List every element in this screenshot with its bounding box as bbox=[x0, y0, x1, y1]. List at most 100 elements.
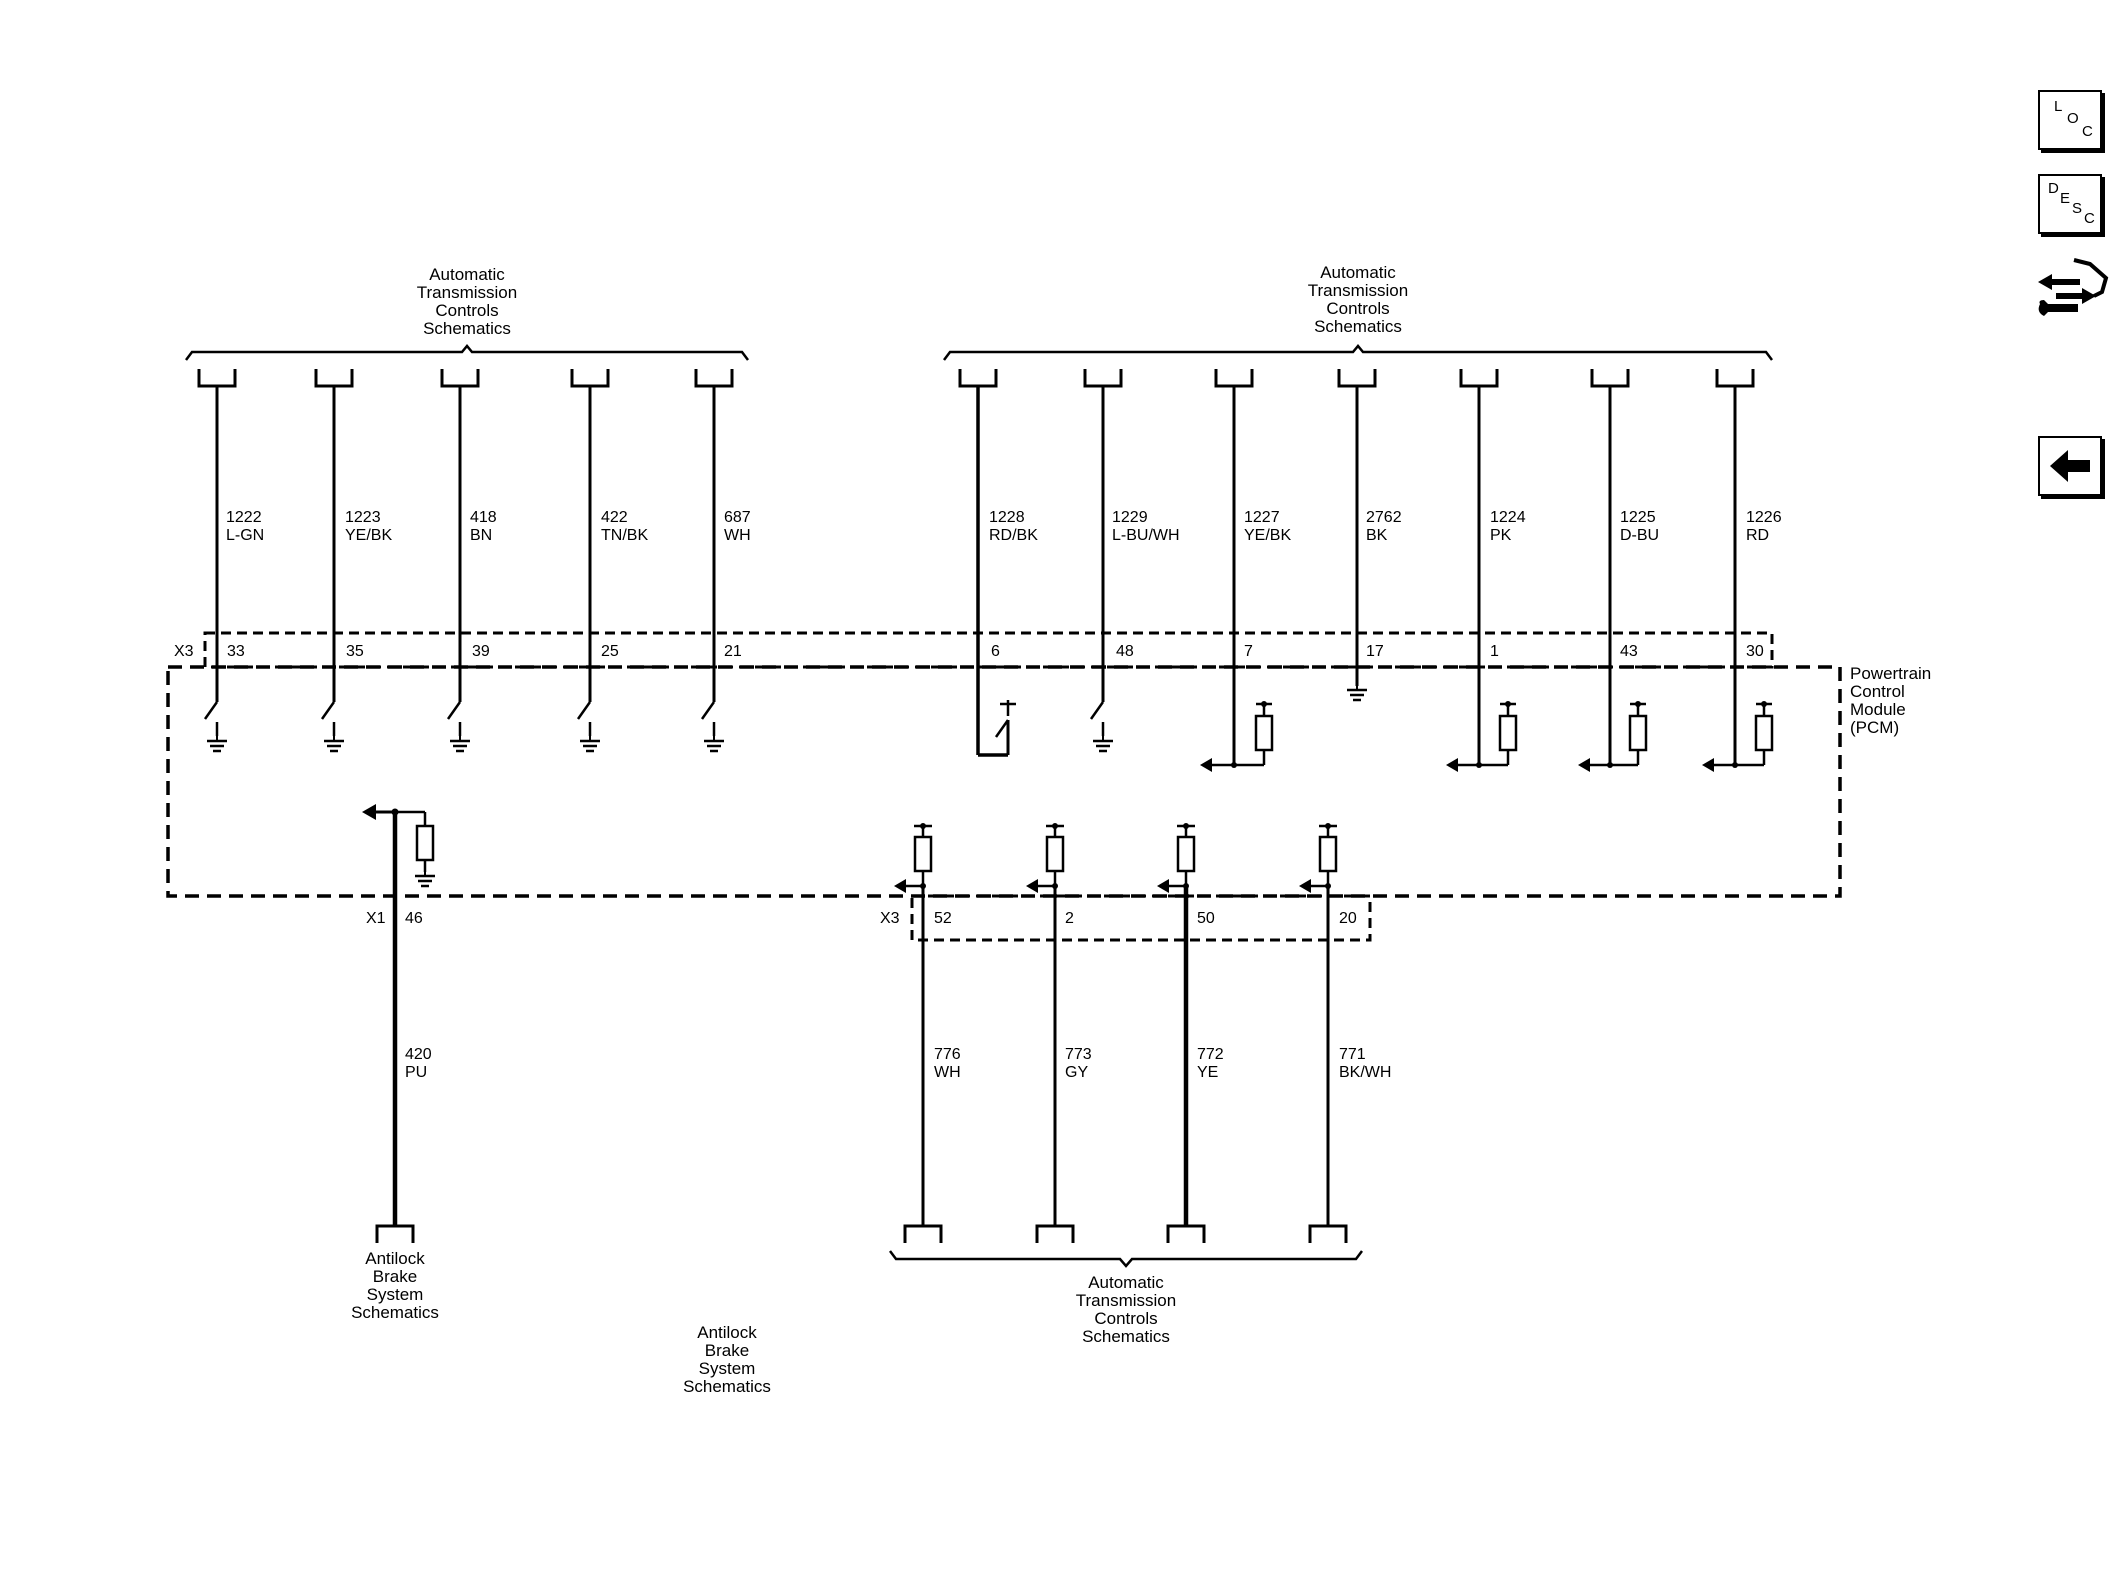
wire-circuit: 1224 bbox=[1490, 509, 1526, 526]
top-wire-1227: 1227 YE/BK 7 bbox=[1200, 367, 1291, 772]
wire-circuit: 773 bbox=[1065, 1046, 1092, 1063]
wire-color: L-BU/WH bbox=[1112, 527, 1180, 544]
wire-pin: 35 bbox=[346, 643, 364, 660]
wire-color: GY bbox=[1065, 1064, 1088, 1081]
wire-circuit: 687 bbox=[724, 509, 751, 526]
wire-circuit: 422 bbox=[601, 509, 628, 526]
top-wire-1225: 1225 D-BU 43 bbox=[1578, 367, 1659, 772]
atc-top-left-title-2: Transmission bbox=[417, 283, 517, 302]
abs-note-4: Schematics bbox=[683, 1377, 771, 1396]
abs-note-3: System bbox=[699, 1359, 756, 1378]
wire-pin: 39 bbox=[472, 643, 490, 660]
wire-pin: 7 bbox=[1244, 643, 1253, 660]
atc-top-left-title-3: Controls bbox=[435, 301, 498, 320]
atc-top-right-title-2: Transmission bbox=[1308, 281, 1408, 300]
x3-top-connector-label: X3 bbox=[174, 643, 194, 660]
bottom-wire-773: 2 773 GY bbox=[1026, 823, 1092, 1245]
wire-pin: 30 bbox=[1746, 643, 1764, 660]
bottom-wire-776: 52 776 WH bbox=[894, 823, 961, 1245]
wire-color: YE/BK bbox=[345, 527, 392, 544]
wire-color: PK bbox=[1490, 527, 1512, 544]
abs-wire-title-2: Brake bbox=[373, 1267, 417, 1286]
wire-circuit: 1222 bbox=[226, 509, 262, 526]
top-wire-1226: 1226 RD 30 bbox=[1702, 367, 1782, 772]
abs-wire-title-1: Antilock bbox=[365, 1249, 425, 1268]
top-wire-418: 418 BN 39 bbox=[440, 367, 497, 753]
desc-letter-e: E bbox=[2060, 190, 2071, 207]
pcm-label-2: Control bbox=[1850, 682, 1905, 701]
wire-color: PU bbox=[405, 1064, 427, 1081]
loc-button[interactable]: L O C bbox=[2038, 90, 2102, 150]
abs-note: Antilock Brake System Schematics bbox=[683, 1323, 771, 1396]
wire-color: BK bbox=[1366, 527, 1388, 544]
top-wire-1223: 1223 YE/BK 35 bbox=[314, 367, 392, 753]
service-wrench-icon[interactable] bbox=[2034, 252, 2114, 332]
wire-pin: 48 bbox=[1116, 643, 1134, 660]
atc-top-right-title-1: Automatic bbox=[1320, 263, 1396, 282]
atc-bottom-title-4: Schematics bbox=[1082, 1327, 1170, 1346]
atc-bottom-title-1: Automatic bbox=[1088, 1273, 1164, 1292]
wire-circuit: 420 bbox=[405, 1046, 432, 1063]
atc-top-left-title-4: Schematics bbox=[423, 319, 511, 338]
x3-bottom-connector-box bbox=[910, 894, 1372, 942]
wire-color: WH bbox=[724, 527, 751, 544]
wire-pin: 21 bbox=[724, 643, 742, 660]
top-wire-1224: 1224 PK 1 bbox=[1446, 367, 1526, 772]
wire-circuit: 1226 bbox=[1746, 509, 1782, 526]
wire-color: RD bbox=[1746, 527, 1769, 544]
wire-circuit: 1228 bbox=[989, 509, 1025, 526]
top-wire-1229: 1229 L-BU/WH 48 bbox=[1083, 367, 1180, 753]
wire-circuit: 2762 bbox=[1366, 509, 1402, 526]
wire-color: BK/WH bbox=[1339, 1064, 1391, 1081]
desc-letter-c: C bbox=[2084, 210, 2095, 227]
atc-top-left-brace bbox=[185, 344, 749, 361]
wire-circuit: 418 bbox=[470, 509, 497, 526]
wire-circuit: 772 bbox=[1197, 1046, 1224, 1063]
wire-color: L-GN bbox=[226, 527, 264, 544]
wire-pin: 43 bbox=[1620, 643, 1638, 660]
top-wire-1228: 1228 RD/BK 6 bbox=[958, 367, 1038, 757]
loc-letter-c: C bbox=[2082, 123, 2093, 140]
abs-wire-title-3: System bbox=[367, 1285, 424, 1304]
x1-connector-label: X1 bbox=[366, 910, 386, 927]
wire-pin: 33 bbox=[227, 643, 245, 660]
back-button[interactable] bbox=[2038, 436, 2102, 496]
desc-letter-s: S bbox=[2072, 200, 2083, 217]
atc-top-right-group: Automatic Transmission Controls Schemati… bbox=[943, 263, 1773, 361]
atc-top-left-title-1: Automatic bbox=[429, 265, 505, 284]
x3-bottom-connector-label: X3 bbox=[880, 910, 900, 927]
abs-note-1: Antilock bbox=[697, 1323, 757, 1342]
abs-note-2: Brake bbox=[705, 1341, 749, 1360]
top-wire-422: 422 TN/BK 25 bbox=[570, 367, 648, 753]
pcm-module-box bbox=[166, 665, 1842, 898]
atc-bottom-title-3: Controls bbox=[1094, 1309, 1157, 1328]
atc-top-right-title-4: Schematics bbox=[1314, 317, 1402, 336]
abs-wire-420: X1 46 420 PU Antilock Brake System Schem… bbox=[351, 804, 439, 1322]
atc-top-left-group: Automatic Transmission Controls Schemati… bbox=[185, 265, 749, 361]
desc-button[interactable]: D E S C bbox=[2038, 174, 2102, 234]
wire-circuit: 771 bbox=[1339, 1046, 1366, 1063]
loc-letter-l: L bbox=[2054, 98, 2063, 115]
wire-pin: 6 bbox=[991, 643, 1000, 660]
x3-top-connector-box bbox=[203, 631, 1774, 669]
pcm-label-1: Powertrain bbox=[1850, 664, 1931, 683]
atc-bottom-brace bbox=[889, 1250, 1363, 1268]
bottom-wire-772: 50 772 YE bbox=[1157, 823, 1224, 1245]
bottom-wire-771: 20 771 BK/WH bbox=[1299, 823, 1391, 1245]
wire-pin: 50 bbox=[1197, 910, 1215, 927]
pcm-label-3: Module bbox=[1850, 700, 1906, 719]
wire-color: BN bbox=[470, 527, 492, 544]
abs-wire-title-4: Schematics bbox=[351, 1303, 439, 1322]
wire-color: TN/BK bbox=[601, 527, 648, 544]
wire-color: RD/BK bbox=[989, 527, 1038, 544]
atc-top-right-title-3: Controls bbox=[1326, 299, 1389, 318]
wire-pin: 46 bbox=[405, 910, 423, 927]
atc-top-right-brace bbox=[943, 344, 1773, 361]
wire-circuit: 1225 bbox=[1620, 509, 1656, 526]
wire-circuit: 776 bbox=[934, 1046, 961, 1063]
top-wire-687: 687 WH 21 bbox=[694, 367, 751, 753]
top-wire-2762: 2762 BK 17 bbox=[1337, 367, 1402, 702]
wire-pin: 2 bbox=[1065, 910, 1074, 927]
wire-color: WH bbox=[934, 1064, 961, 1081]
wire-pin: 25 bbox=[601, 643, 619, 660]
